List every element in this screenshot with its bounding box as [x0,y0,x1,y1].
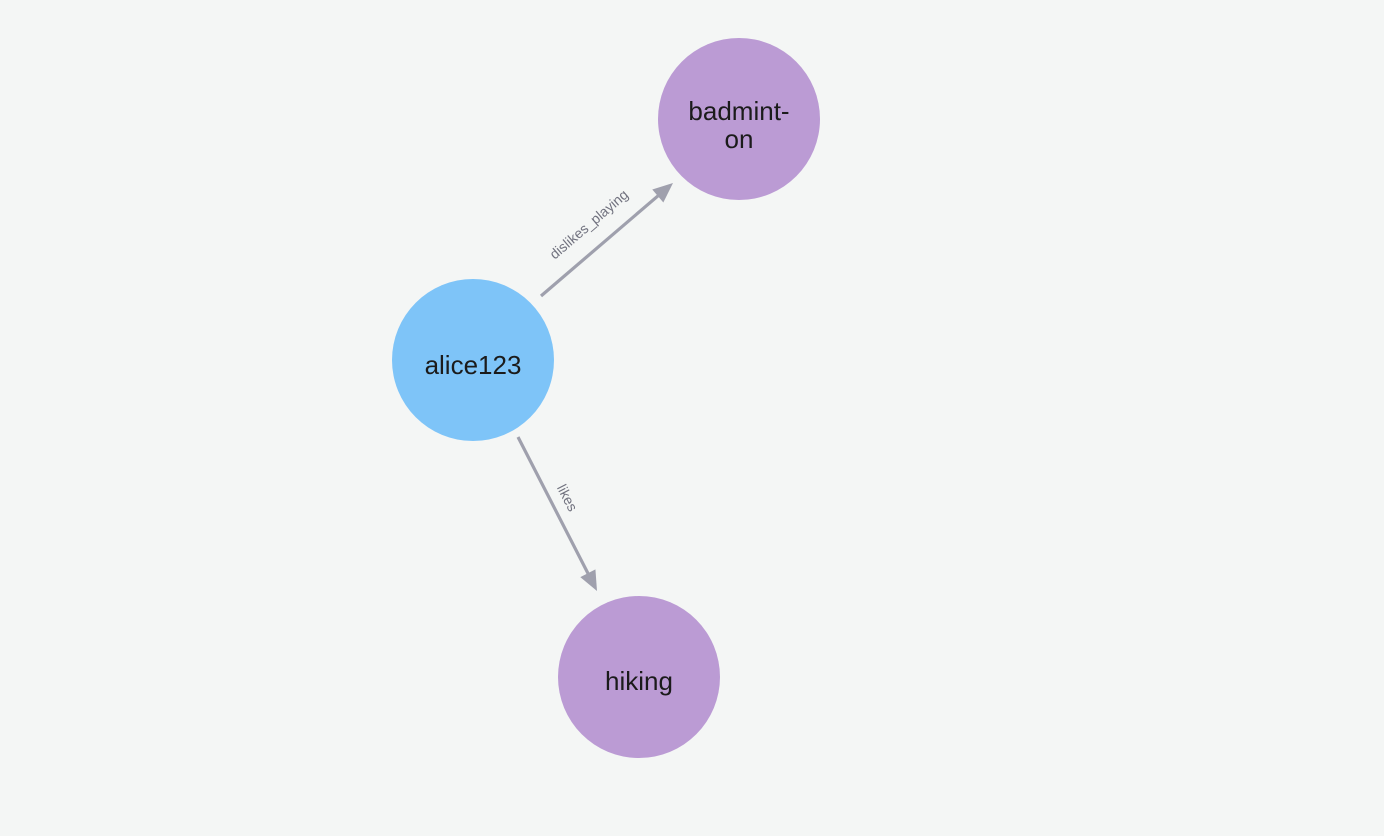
node-badminton[interactable]: badmint- on [658,38,820,200]
node-label-alice123: alice123 [425,350,522,380]
edge-line-dislikes-playing[interactable] [539,192,662,298]
node-circle-alice123[interactable] [392,279,554,441]
node-label-hiking: hiking [605,666,673,696]
arrowhead-dislikes-playing [652,183,673,203]
node-label-badminton-line-1: badmint- [688,96,789,126]
node-circle-hiking[interactable] [558,596,720,758]
node-hiking[interactable]: hiking [558,596,720,758]
edge-label-likes: likes [554,482,581,514]
node-label-badminton-line-2: on [725,124,754,154]
node-alice123[interactable]: alice123 [392,279,554,441]
node-layer: badmint- on alice123 hiking [392,38,820,758]
arrowhead-likes [580,569,597,591]
edge-label-dislikes-playing: dislikes_playing [546,186,631,262]
edge-likes[interactable]: likes [516,436,597,591]
edge-dislikes-playing[interactable]: dislikes_playing [539,183,673,298]
node-circle-badminton[interactable] [658,38,820,200]
edge-line-likes[interactable] [516,436,592,578]
